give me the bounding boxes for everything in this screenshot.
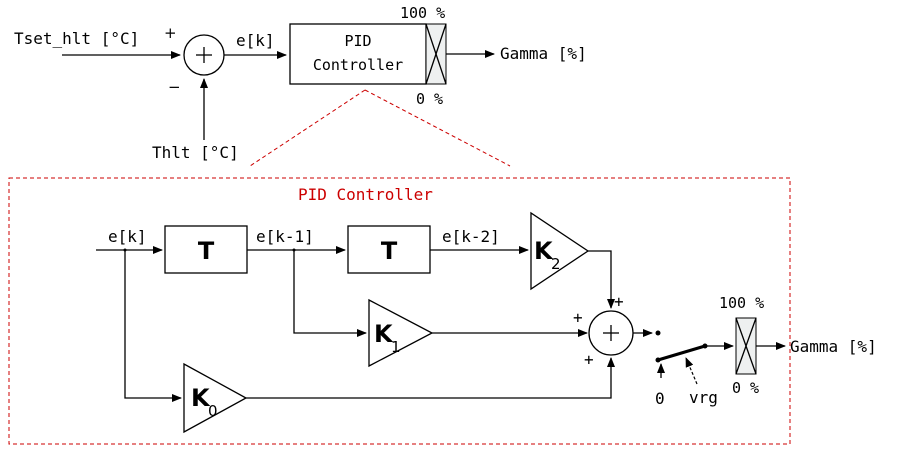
detail-summing-junction: + + + [573, 292, 634, 369]
error-label: e[k] [236, 31, 275, 50]
switch-control-label: vrg [689, 388, 718, 407]
detail-sat-max-label: 100 % [719, 294, 764, 312]
gain-k2-output-line [588, 250, 615, 309]
gain-k0-index: 0 [208, 402, 218, 420]
delay-2-label: T [381, 237, 398, 265]
pid-block-title-line2: Controller [313, 56, 403, 74]
detail-border [8, 177, 791, 445]
gain-k1-letter: K [374, 320, 394, 348]
gain-k2-triangle [530, 211, 590, 291]
delay-block-1: T [164, 225, 248, 274]
switch-terminal-upper [655, 330, 661, 336]
k1-branch-junction [292, 248, 296, 252]
detail-saturation-block [735, 317, 757, 375]
pid-controller-block: PID Controller [289, 23, 447, 85]
gain-k1-triangle [368, 298, 434, 368]
zoom-connector-left [249, 89, 366, 167]
delay-block-2: T [347, 225, 431, 274]
k0-branch-junction [123, 248, 127, 252]
switch-control-line [685, 357, 698, 385]
gain-k2: K 2 [530, 211, 590, 291]
zoom-connector-right [364, 89, 511, 167]
pid-detail-view: PID Controller e[k] T e[k-1] T e[k-2] K … [8, 177, 877, 445]
gain-k2-index: 2 [551, 255, 561, 273]
delay-2-output-label: e[k-2] [442, 227, 500, 246]
k0-branch-line [124, 250, 182, 402]
gain-k0-letter: K [191, 384, 211, 412]
switch-zero-label: 0 [655, 389, 665, 408]
top-sat-max-label: 100 % [400, 4, 445, 22]
setpoint-label: Tset_hlt [°C] [14, 29, 139, 48]
pid-block-frame [289, 23, 427, 85]
switch-lever [657, 344, 706, 362]
sum-plus-sign: + [164, 24, 177, 42]
k1-branch-line [293, 250, 367, 337]
gain-k0-output-line [246, 357, 615, 399]
gain-k1-index: 1 [391, 338, 401, 356]
top-summing-junction: + − [164, 24, 225, 96]
sum-plus-sign-bottom: + [584, 350, 594, 369]
sum-plus-sign-top: + [614, 292, 624, 311]
top-sat-min-label: 0 % [416, 90, 443, 108]
detail-sat-min-label: 0 % [732, 379, 759, 397]
feedback-label: Thlt [°C] [152, 143, 239, 162]
sum-plus-sign-left: + [573, 308, 583, 327]
top-output-label: Gamma [%] [500, 44, 587, 63]
delay-2-frame [347, 225, 431, 274]
delay-1-label: T [198, 237, 215, 265]
gain-k0: K 0 [183, 362, 248, 434]
top-overview: Tset_hlt [°C] + − Thlt [°C] e[k] PID Con… [14, 4, 587, 167]
detail-sat-diagonal-b [735, 317, 757, 375]
detail-output-label: Gamma [%] [790, 337, 877, 356]
gain-k0-triangle [183, 362, 248, 434]
gain-k2-letter: K [534, 237, 554, 265]
detail-title: PID Controller [298, 185, 433, 204]
delay-1-output-label: e[k-1] [256, 227, 314, 246]
saturation-diagonal-b [425, 23, 447, 85]
sum-minus-sign: − [168, 78, 181, 96]
gain-k1: K 1 [368, 298, 434, 368]
pid-block-title-line1: PID [344, 32, 371, 50]
detail-input-label: e[k] [108, 227, 147, 246]
